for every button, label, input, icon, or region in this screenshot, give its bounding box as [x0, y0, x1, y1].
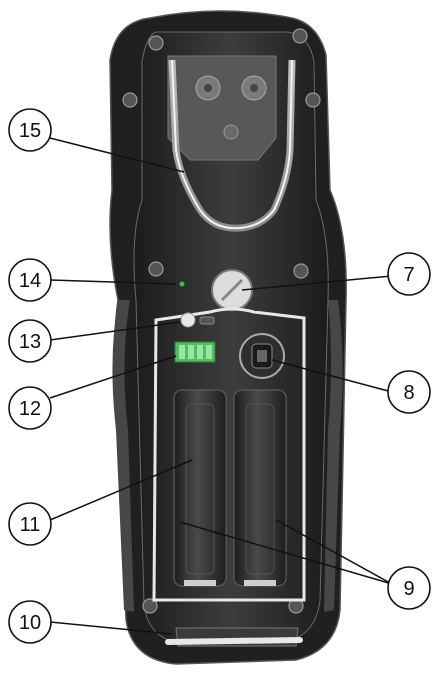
contact-terminals	[174, 341, 216, 363]
clip-mount	[167, 55, 277, 161]
svg-text:10: 10	[19, 612, 41, 634]
callout-11: 11	[8, 502, 52, 546]
battery-compartment	[152, 307, 306, 602]
svg-text:14: 14	[19, 270, 41, 292]
svg-text:15: 15	[19, 120, 41, 142]
svg-text:12: 12	[19, 398, 41, 420]
svg-text:11: 11	[20, 514, 41, 536]
svg-text:8: 8	[403, 382, 414, 404]
svg-text:9: 9	[403, 578, 414, 600]
callout-8: 8	[387, 370, 431, 414]
leader-lines	[49, 137, 393, 635]
callout-10: 10	[8, 600, 52, 644]
svg-text:13: 13	[19, 331, 41, 353]
left-grip	[112, 300, 134, 612]
status-led	[179, 281, 185, 287]
callout-13: 13	[8, 319, 52, 363]
svg-text:7: 7	[403, 264, 414, 286]
callout-7: 7	[387, 252, 431, 296]
callout-9: 9	[387, 566, 431, 610]
batteries	[173, 389, 287, 587]
ir-interface	[180, 312, 196, 328]
callout-14: 14	[8, 258, 52, 302]
callout-12: 12	[8, 386, 52, 430]
callout-15: 15	[8, 108, 52, 152]
